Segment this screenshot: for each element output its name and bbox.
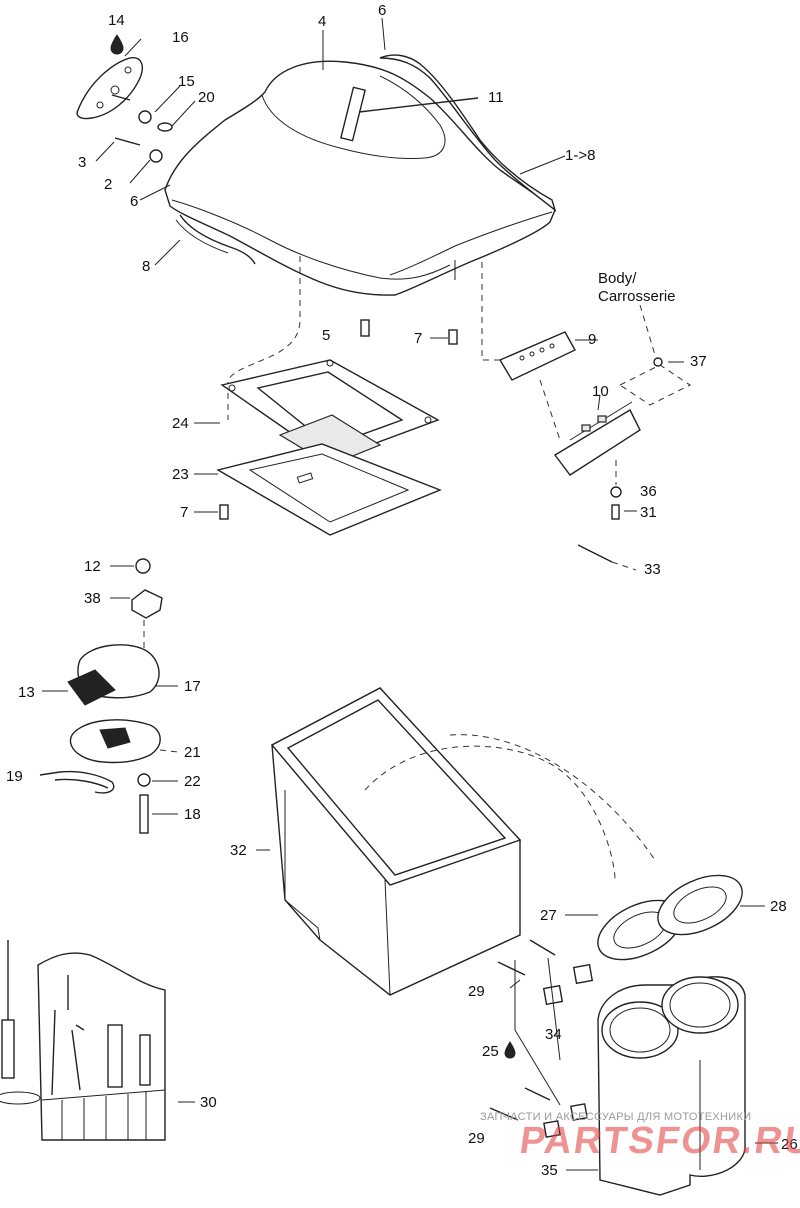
callout-37: 37 (690, 353, 707, 370)
callout-35: 35 (541, 1162, 558, 1179)
callout-10: 10 (592, 383, 609, 400)
callout-6-left: 6 (130, 193, 139, 210)
screw-7-upper (430, 329, 458, 345)
fasteners-29-34-35 (489, 939, 778, 1171)
oil-drop-icon (504, 1041, 516, 1059)
callout-7-upper: 7 (414, 330, 423, 347)
callout-26: 26 (781, 1136, 798, 1153)
oil-drop-icon (110, 34, 124, 55)
callout-20: 20 (198, 89, 215, 106)
pin-33 (577, 544, 637, 571)
callout-22: 22 (184, 773, 201, 790)
fasteners-36-31 (610, 460, 637, 520)
callout-9: 9 (588, 331, 597, 348)
leader-lines-upper (95, 17, 566, 420)
plate-9 (498, 331, 598, 381)
callout-27: 27 (540, 907, 557, 924)
body-note-line-2: Carrosserie (598, 288, 676, 305)
latch-assembly (39, 558, 179, 834)
callout-13: 13 (18, 684, 35, 701)
callout-38: 38 (84, 590, 101, 607)
screw-5 (360, 319, 370, 337)
tool-kit-30 (0, 940, 195, 1141)
callout-29-lower: 29 (468, 1130, 485, 1147)
callout-8: 8 (142, 258, 151, 275)
callout-31: 31 (640, 504, 657, 521)
callout-12: 12 (84, 558, 101, 575)
callout-3: 3 (78, 154, 87, 171)
callout-24: 24 (172, 415, 189, 432)
callout-14: 14 (108, 12, 125, 29)
callout-30: 30 (200, 1094, 217, 1111)
callout-29-upper: 29 (468, 983, 485, 1000)
callout-11: 11 (488, 89, 504, 106)
callout-23: 23 (172, 466, 189, 483)
callout-34: 34 (545, 1026, 562, 1043)
callout-7-lower: 7 (180, 504, 189, 521)
callout-2: 2 (104, 176, 113, 193)
callout-1-8: 1->8 (565, 147, 596, 164)
cup-holder-lids (565, 874, 765, 961)
callout-17: 17 (184, 678, 201, 695)
gasket-24 (194, 359, 440, 466)
callout-32: 32 (230, 842, 247, 859)
cup-holder-body-26 (597, 976, 746, 1196)
callout-33: 33 (644, 561, 661, 578)
callout-15: 15 (178, 73, 195, 90)
callout-28: 28 (770, 898, 787, 915)
callout-6-top: 6 (378, 2, 387, 19)
screw-7-lower (194, 504, 229, 520)
body-note-line-1: Body/ (598, 270, 637, 287)
callout-21: 21 (184, 744, 201, 761)
callout-4: 4 (318, 13, 327, 30)
gasket-23 (194, 443, 442, 536)
seat-assembly (76, 54, 557, 296)
bracket-10 (539, 379, 641, 476)
callout-16: 16 (172, 29, 189, 46)
body-reference-note: Body/ Carrosserie (598, 270, 676, 306)
callout-19: 19 (6, 768, 23, 785)
callout-25: 25 (482, 1043, 499, 1060)
storage-bin-32 (256, 687, 656, 996)
watermark-caption: ЗАПЧАСТИ И АКСЕССУАРЫ ДЛЯ МОТОТЕХНИКИ (480, 1111, 752, 1123)
callout-36: 36 (640, 483, 657, 500)
body-attachment (619, 304, 691, 406)
callout-18: 18 (184, 806, 201, 823)
watermark-logo: PARTSFOR.RU (517, 1120, 800, 1162)
callout-5: 5 (322, 327, 331, 344)
